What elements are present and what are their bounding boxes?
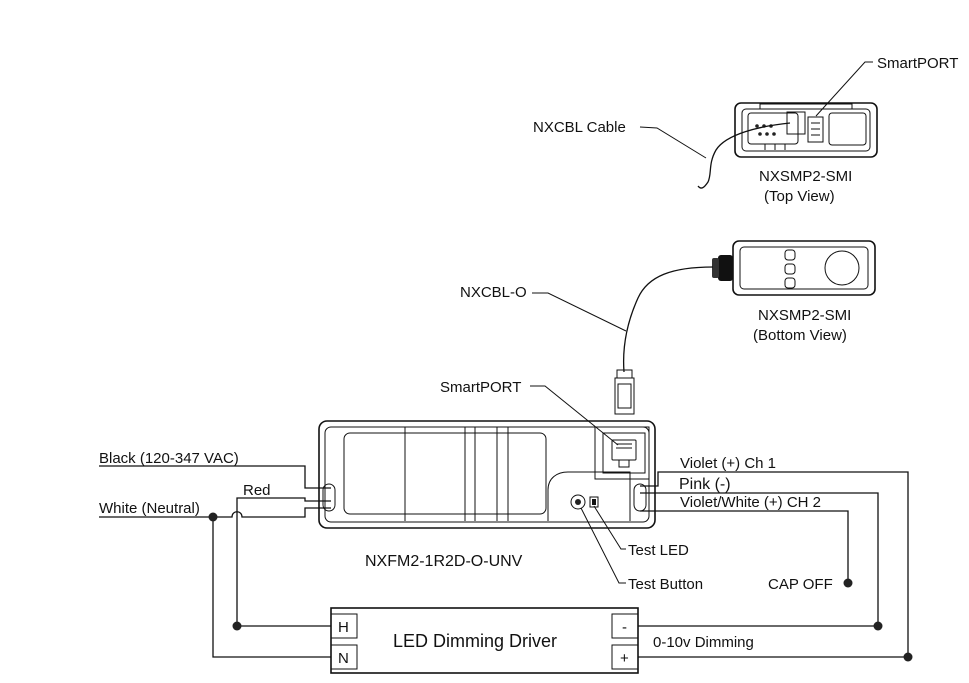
smartport-top-label: SmartPORT [877, 55, 958, 72]
terminal-n-label: N [338, 650, 349, 667]
terminal-h-label: H [338, 619, 349, 636]
sensor-bottom-button-1 [784, 249, 796, 261]
white-wire-label: White (Neutral) [99, 500, 200, 517]
terminal-plus-label: + [620, 650, 629, 667]
sensor-top-view-caption: (Top View) [764, 188, 835, 205]
test-led [589, 496, 599, 508]
sensor-top-housing [734, 102, 878, 158]
module-smartport-jack [602, 432, 646, 474]
red-junction-dot [232, 621, 242, 631]
module-name: NXFM2-1R2D-O-UNV [365, 553, 523, 570]
nxcbl-cable [697, 122, 791, 189]
test-button [570, 494, 586, 510]
nxcbl-o-leader [532, 292, 627, 332]
dim-minus-dot [873, 621, 883, 631]
left-wire-grommet [322, 483, 336, 512]
fixture-module [318, 420, 656, 529]
nxcbl-cable-leader [639, 126, 707, 159]
white-junction-dot [208, 512, 218, 522]
module-housing [318, 420, 656, 529]
violet-white-ch2-label: Violet/White (+) CH 2 [680, 494, 821, 511]
test-button-leader [580, 507, 626, 584]
smartport-top-leader [815, 61, 873, 117]
red-wire-label: Red [243, 482, 271, 499]
red-wire [236, 497, 331, 626]
test-led-label: Test LED [628, 542, 689, 559]
module-smartport-bay [594, 426, 650, 480]
driver-housing [330, 607, 639, 674]
smartport-top-jack [807, 116, 824, 143]
neutral-to-driver [212, 517, 331, 658]
dimming-label: 0-10v Dimming [653, 634, 754, 651]
pink-wire [640, 492, 879, 626]
dim-plus-dot [903, 652, 913, 662]
terminal-h [330, 613, 358, 639]
white-wire [99, 507, 331, 518]
nxcbl-o-cable [622, 266, 714, 373]
sensor-bottom-lens [824, 250, 860, 286]
sensor-bottom-name: NXSMP2-SMI [758, 307, 851, 324]
smartport-module-leader [530, 385, 619, 446]
sensor-bottom-inner-rim [739, 246, 869, 290]
cap-off-dot [843, 578, 853, 588]
nxcbl-o-label: NXCBL-O [460, 284, 527, 301]
sensor-bottom-view [712, 240, 876, 296]
sensor-bottom-view-caption: (Bottom View) [753, 327, 847, 344]
violet-ch1-wire [640, 471, 909, 657]
module-label-area [343, 432, 547, 515]
driver-name: LED Dimming Driver [393, 631, 557, 651]
violet-white-ch2-wire [640, 510, 849, 583]
black-wire-label: Black (120-347 VAC) [99, 450, 239, 467]
terminal-minus-label: - [622, 619, 627, 636]
sensor-bottom-button-2 [784, 263, 796, 275]
nxcbl-o-plug [614, 369, 635, 415]
smartport-module-label: SmartPORT [440, 379, 521, 396]
sensor-top-connector-recess [747, 112, 799, 145]
test-led-leader [593, 505, 626, 550]
sensor-bottom-button-3 [784, 277, 796, 289]
black-wire [99, 465, 331, 489]
led-dimming-driver: H N - + LED Dimming Driver [330, 607, 639, 674]
sensor-bottom-housing [732, 240, 876, 296]
sensor-top-name: NXSMP2-SMI [759, 168, 852, 185]
sensor-top-lens-window [828, 112, 867, 146]
pink-label: Pink (-) [679, 476, 731, 493]
cap-off-label: CAP OFF [768, 576, 833, 593]
test-button-label: Test Button [628, 576, 703, 593]
sensor-top-view [734, 102, 878, 158]
violet-ch1-label: Violet (+) Ch 1 [680, 455, 776, 472]
nxcbl-cable-label: NXCBL Cable [533, 119, 626, 136]
terminal-n [330, 644, 358, 670]
sensor-bottom-cable-gland [718, 255, 733, 281]
sensor-top-tab [759, 103, 853, 110]
module-test-recess [547, 471, 631, 521]
